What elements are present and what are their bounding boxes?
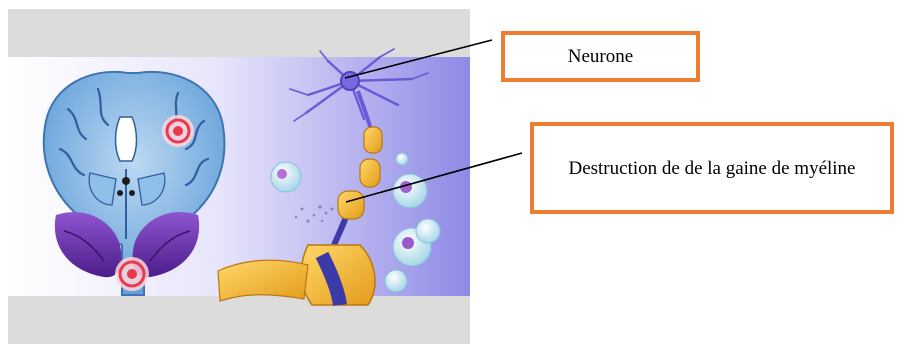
neurone-callout: Neurone [501, 31, 700, 82]
target-icon [115, 257, 149, 291]
neurone-label: Neurone [568, 43, 633, 70]
target-icon [162, 115, 194, 147]
bottom-gray-band [8, 296, 470, 344]
ms-illustration [8, 9, 470, 344]
top-gray-band [8, 9, 470, 57]
myelin-destruction-callout: Destruction de de la gaine de myéline [530, 122, 894, 214]
myelin-destruction-label: Destruction de de la gaine de myéline [568, 155, 855, 182]
